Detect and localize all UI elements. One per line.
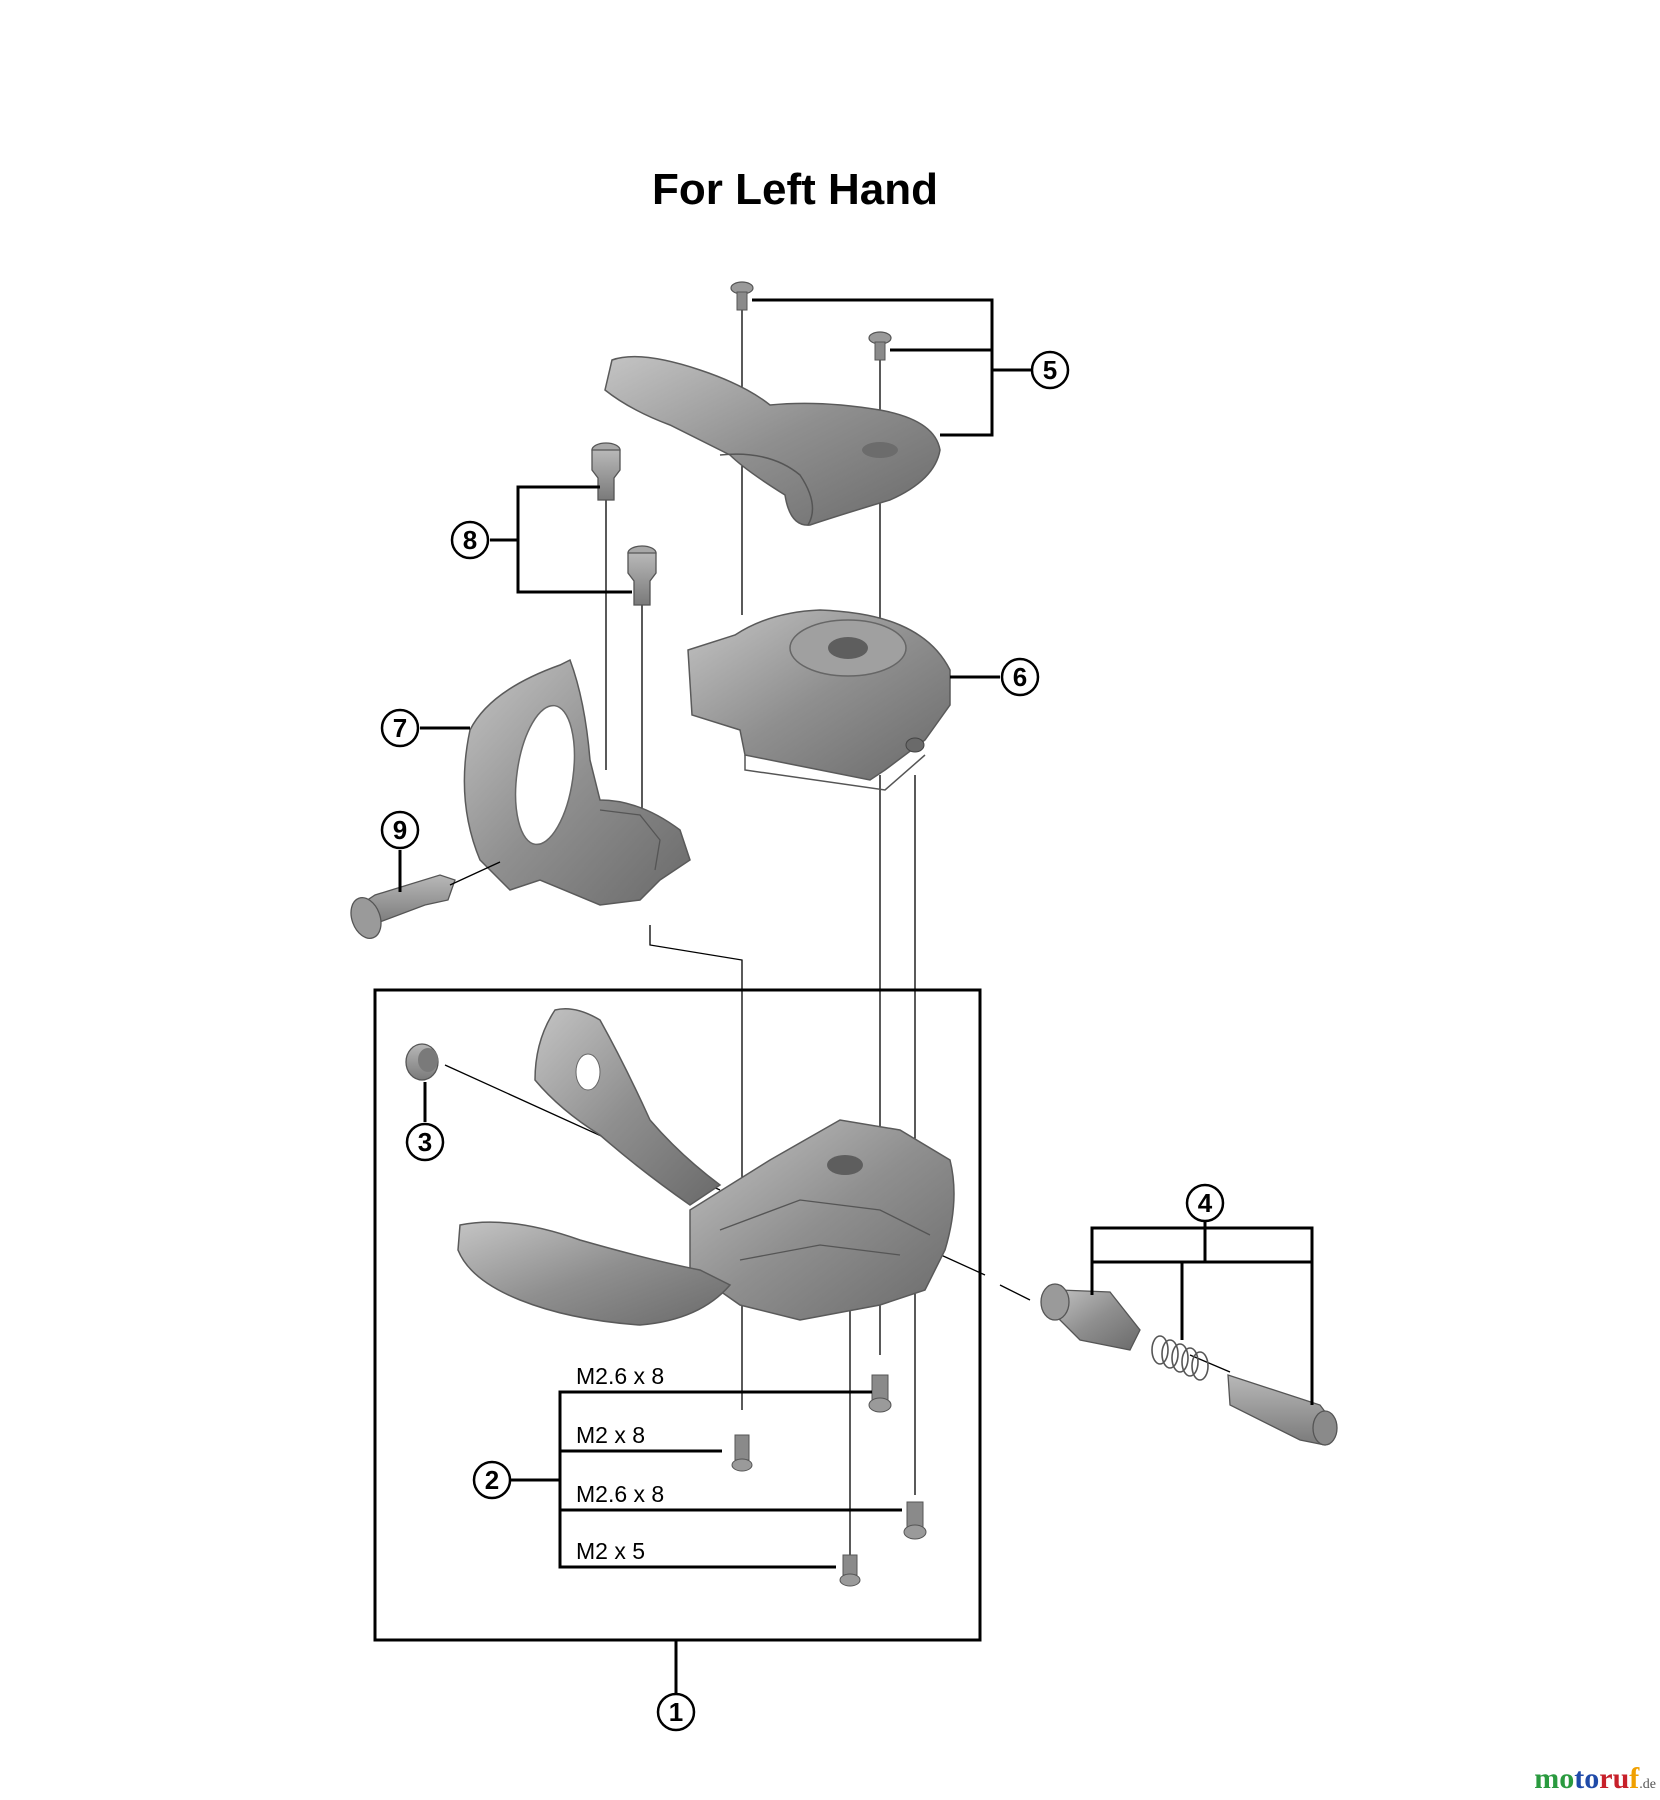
callout-9: 9 bbox=[380, 810, 420, 850]
callout-8: 8 bbox=[450, 520, 490, 560]
screw-m2x8 bbox=[731, 1434, 753, 1472]
svg-text:8: 8 bbox=[463, 525, 477, 555]
watermark-part-4: f bbox=[1629, 1762, 1640, 1795]
screw-m26x8-top bbox=[868, 1374, 892, 1413]
leader-lines bbox=[398, 298, 1314, 1693]
spec-label-m2x8: M2 x 8 bbox=[576, 1422, 645, 1448]
watermark-tld: .de bbox=[1639, 1777, 1656, 1792]
diagram-title: For Left Hand bbox=[652, 165, 938, 214]
spring-part bbox=[1151, 1335, 1209, 1381]
watermark-part-3: ru bbox=[1599, 1762, 1630, 1795]
watermark-part-1: mo bbox=[1534, 1762, 1575, 1795]
callout-5: 5 bbox=[1030, 350, 1070, 390]
watermark-part-2: to bbox=[1574, 1762, 1600, 1795]
svg-text:6: 6 bbox=[1013, 662, 1027, 692]
svg-text:1: 1 bbox=[669, 1697, 683, 1727]
lever-assembly-part bbox=[457, 1008, 955, 1326]
callout-4: 4 bbox=[1185, 1183, 1225, 1223]
screw-part-5b bbox=[868, 331, 892, 361]
screw-m26x8-bottom bbox=[903, 1501, 927, 1540]
screw-m2x5 bbox=[839, 1554, 861, 1587]
svg-text:4: 4 bbox=[1198, 1188, 1213, 1218]
top-cover-part bbox=[604, 355, 941, 526]
adjuster-nut-part bbox=[1040, 1283, 1141, 1351]
adjuster-bolt-part bbox=[1227, 1374, 1338, 1446]
svg-text:2: 2 bbox=[485, 1465, 499, 1495]
screw-part-5a bbox=[730, 281, 754, 311]
callout-7: 7 bbox=[380, 708, 420, 748]
spec-label-m2x5: M2 x 5 bbox=[576, 1538, 645, 1564]
bolt-part-8a bbox=[591, 442, 621, 501]
watermark-logo: motoruf.de bbox=[1534, 1762, 1656, 1796]
spec-label-m26x8-top: M2.6 x 8 bbox=[576, 1363, 664, 1389]
housing-part bbox=[687, 609, 951, 791]
clamp-bolt-part bbox=[350, 861, 501, 939]
spec-label-m26x8-bottom: M2.6 x 8 bbox=[576, 1481, 664, 1507]
callout-1: 1 bbox=[656, 1692, 696, 1732]
callout-3: 3 bbox=[405, 1122, 445, 1162]
svg-text:5: 5 bbox=[1043, 355, 1057, 385]
callout-2: 2 bbox=[472, 1460, 512, 1500]
clamp-band-part bbox=[463, 658, 691, 906]
svg-text:9: 9 bbox=[393, 815, 407, 845]
bolt-part-8b bbox=[627, 545, 657, 606]
svg-text:7: 7 bbox=[393, 713, 407, 743]
callout-6: 6 bbox=[1000, 657, 1040, 697]
svg-text:3: 3 bbox=[418, 1127, 432, 1157]
cap-part bbox=[405, 1043, 439, 1081]
